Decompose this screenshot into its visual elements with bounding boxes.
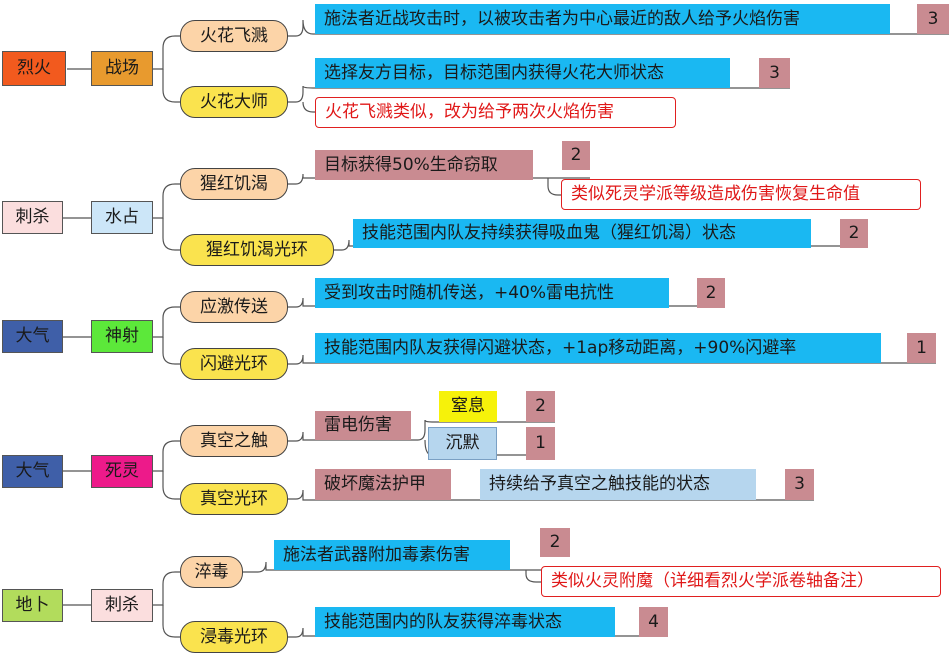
skill-stress-teleport: 应激传送 [180,291,288,323]
skill-crimson-thirst: 猩红饥渴 [180,168,288,200]
level-poison-coat: 2 [540,528,570,557]
note-poison-coat: 类似火灵附魔（详细看烈火学派卷轴备注） [541,566,941,597]
desc-poison-aura: 技能范围内的队友获得淬毒状态 [315,607,615,637]
school-necromancer: 死灵 [91,455,153,488]
note-spark-master: 火花飞溅类似，改为给予两次火焰伤害 [315,97,676,128]
desc-evasion-aura: 技能范围内队友获得闪避状态，+1ap移动距离，+90%闪避率 [315,333,881,363]
desc-vacuum-aura: 破坏魔法护甲 [315,469,451,500]
school-assassin: 刺杀 [91,589,153,622]
level-silence: 1 [526,427,555,460]
note-crimson-thirst: 类似死灵学派等级造成伤害恢复生命值 [561,179,921,210]
skill-vacuum-touch: 真空之触 [180,425,288,457]
level-crimson-thirst: 2 [562,141,590,170]
skill-poison-aura: 浸毒光环 [180,621,288,653]
level-evasion-aura: 1 [907,333,936,363]
desc-spark-splash: 施法者近战攻击时，以被攻击者为中心最近的敌人给予火焰伤害 [315,4,890,34]
level-stress-teleport: 2 [697,278,725,308]
sub-suffocation: 窒息 [439,391,497,422]
level-crimson-thirst-aura: 2 [840,219,868,248]
desc-crimson-thirst-aura: 技能范围内队友持续获得吸血鬼（猩红饥渴）状态 [353,219,811,248]
desc-spark-master: 选择友方目标，目标范围内获得火花大师状态 [315,58,730,88]
desc-crimson-thirst: 目标获得50%生命窃取 [315,150,533,180]
skill-spark-master: 火花大师 [180,86,288,118]
skill-crimson-thirst-aura: 猩红饥渴光环 [180,234,334,266]
element-fire: 烈火 [2,51,66,86]
element-air-2: 大气 [2,455,63,488]
level-spark-splash: 3 [917,4,949,34]
desc-poison-coat: 施法者武器附加毒素伤害 [274,540,510,570]
skill-spark-splash: 火花飞溅 [180,20,288,52]
skill-vacuum-aura: 真空光环 [180,483,288,515]
school-marksman: 神射 [91,320,153,353]
sub-silence: 沉默 [428,427,497,460]
level-poison-aura: 4 [639,607,668,637]
school-battlefield: 战场 [91,51,153,86]
element-assassin: 刺杀 [2,201,63,234]
level-suffocation: 2 [526,391,555,422]
desc-stress-teleport: 受到攻击时随机传送，+40%雷电抗性 [315,278,669,308]
element-air-1: 大气 [2,320,63,353]
level-vacuum-aura: 3 [785,469,814,500]
desc2-vacuum-aura: 持续给予真空之触技能的状态 [480,469,756,500]
school-hydro: 水占 [91,201,153,234]
element-earth: 地卜 [2,589,63,622]
level-spark-master: 3 [759,58,790,88]
skill-poison-coat: 淬毒 [180,556,243,588]
skill-evasion-aura: 闪避光环 [180,348,288,380]
desc-vacuum-touch: 雷电伤害 [315,411,411,440]
